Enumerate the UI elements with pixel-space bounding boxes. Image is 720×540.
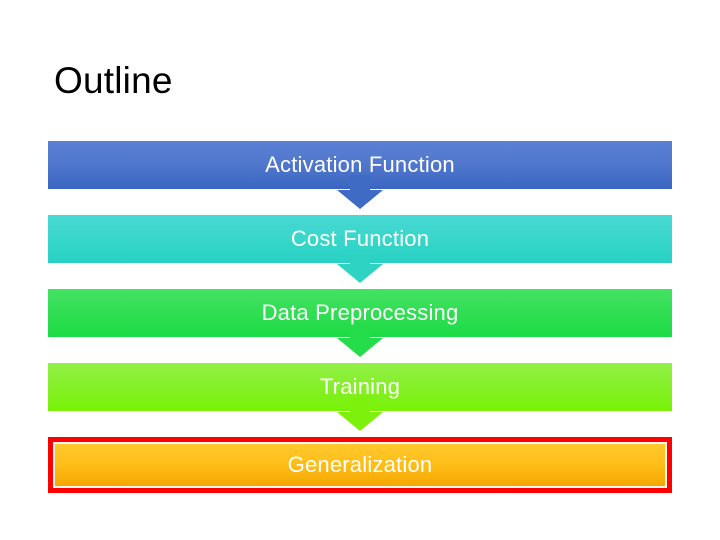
flow-step-band: Data Preprocessing — [48, 289, 672, 337]
flow-step-training[interactable]: Training — [48, 363, 672, 411]
flow-step-band: Activation Function — [48, 141, 672, 189]
flow-step-label: Generalization — [287, 452, 433, 477]
flow-step-band: Cost Function — [48, 215, 672, 263]
flow-step-band-highlighted: Generalization — [48, 437, 672, 493]
flow-step-label: Activation Function — [265, 152, 455, 177]
flow-step-label: Cost Function — [290, 226, 430, 251]
flow-step-activation-function[interactable]: Activation Function — [48, 141, 672, 189]
flow-step-label: Data Preprocessing — [261, 300, 459, 325]
flow-step-band: Training — [48, 363, 672, 411]
flow-step-label: Training — [319, 374, 401, 399]
page-title: Outline — [54, 60, 173, 101]
flow-step-data-preprocessing[interactable]: Data Preprocessing — [48, 289, 672, 337]
flow-step-generalization[interactable]: Generalization — [48, 437, 672, 493]
flow-step-cost-function[interactable]: Cost Function — [48, 215, 672, 263]
process-flow-diagram: Activation Function Cost Function Data P… — [48, 141, 672, 493]
